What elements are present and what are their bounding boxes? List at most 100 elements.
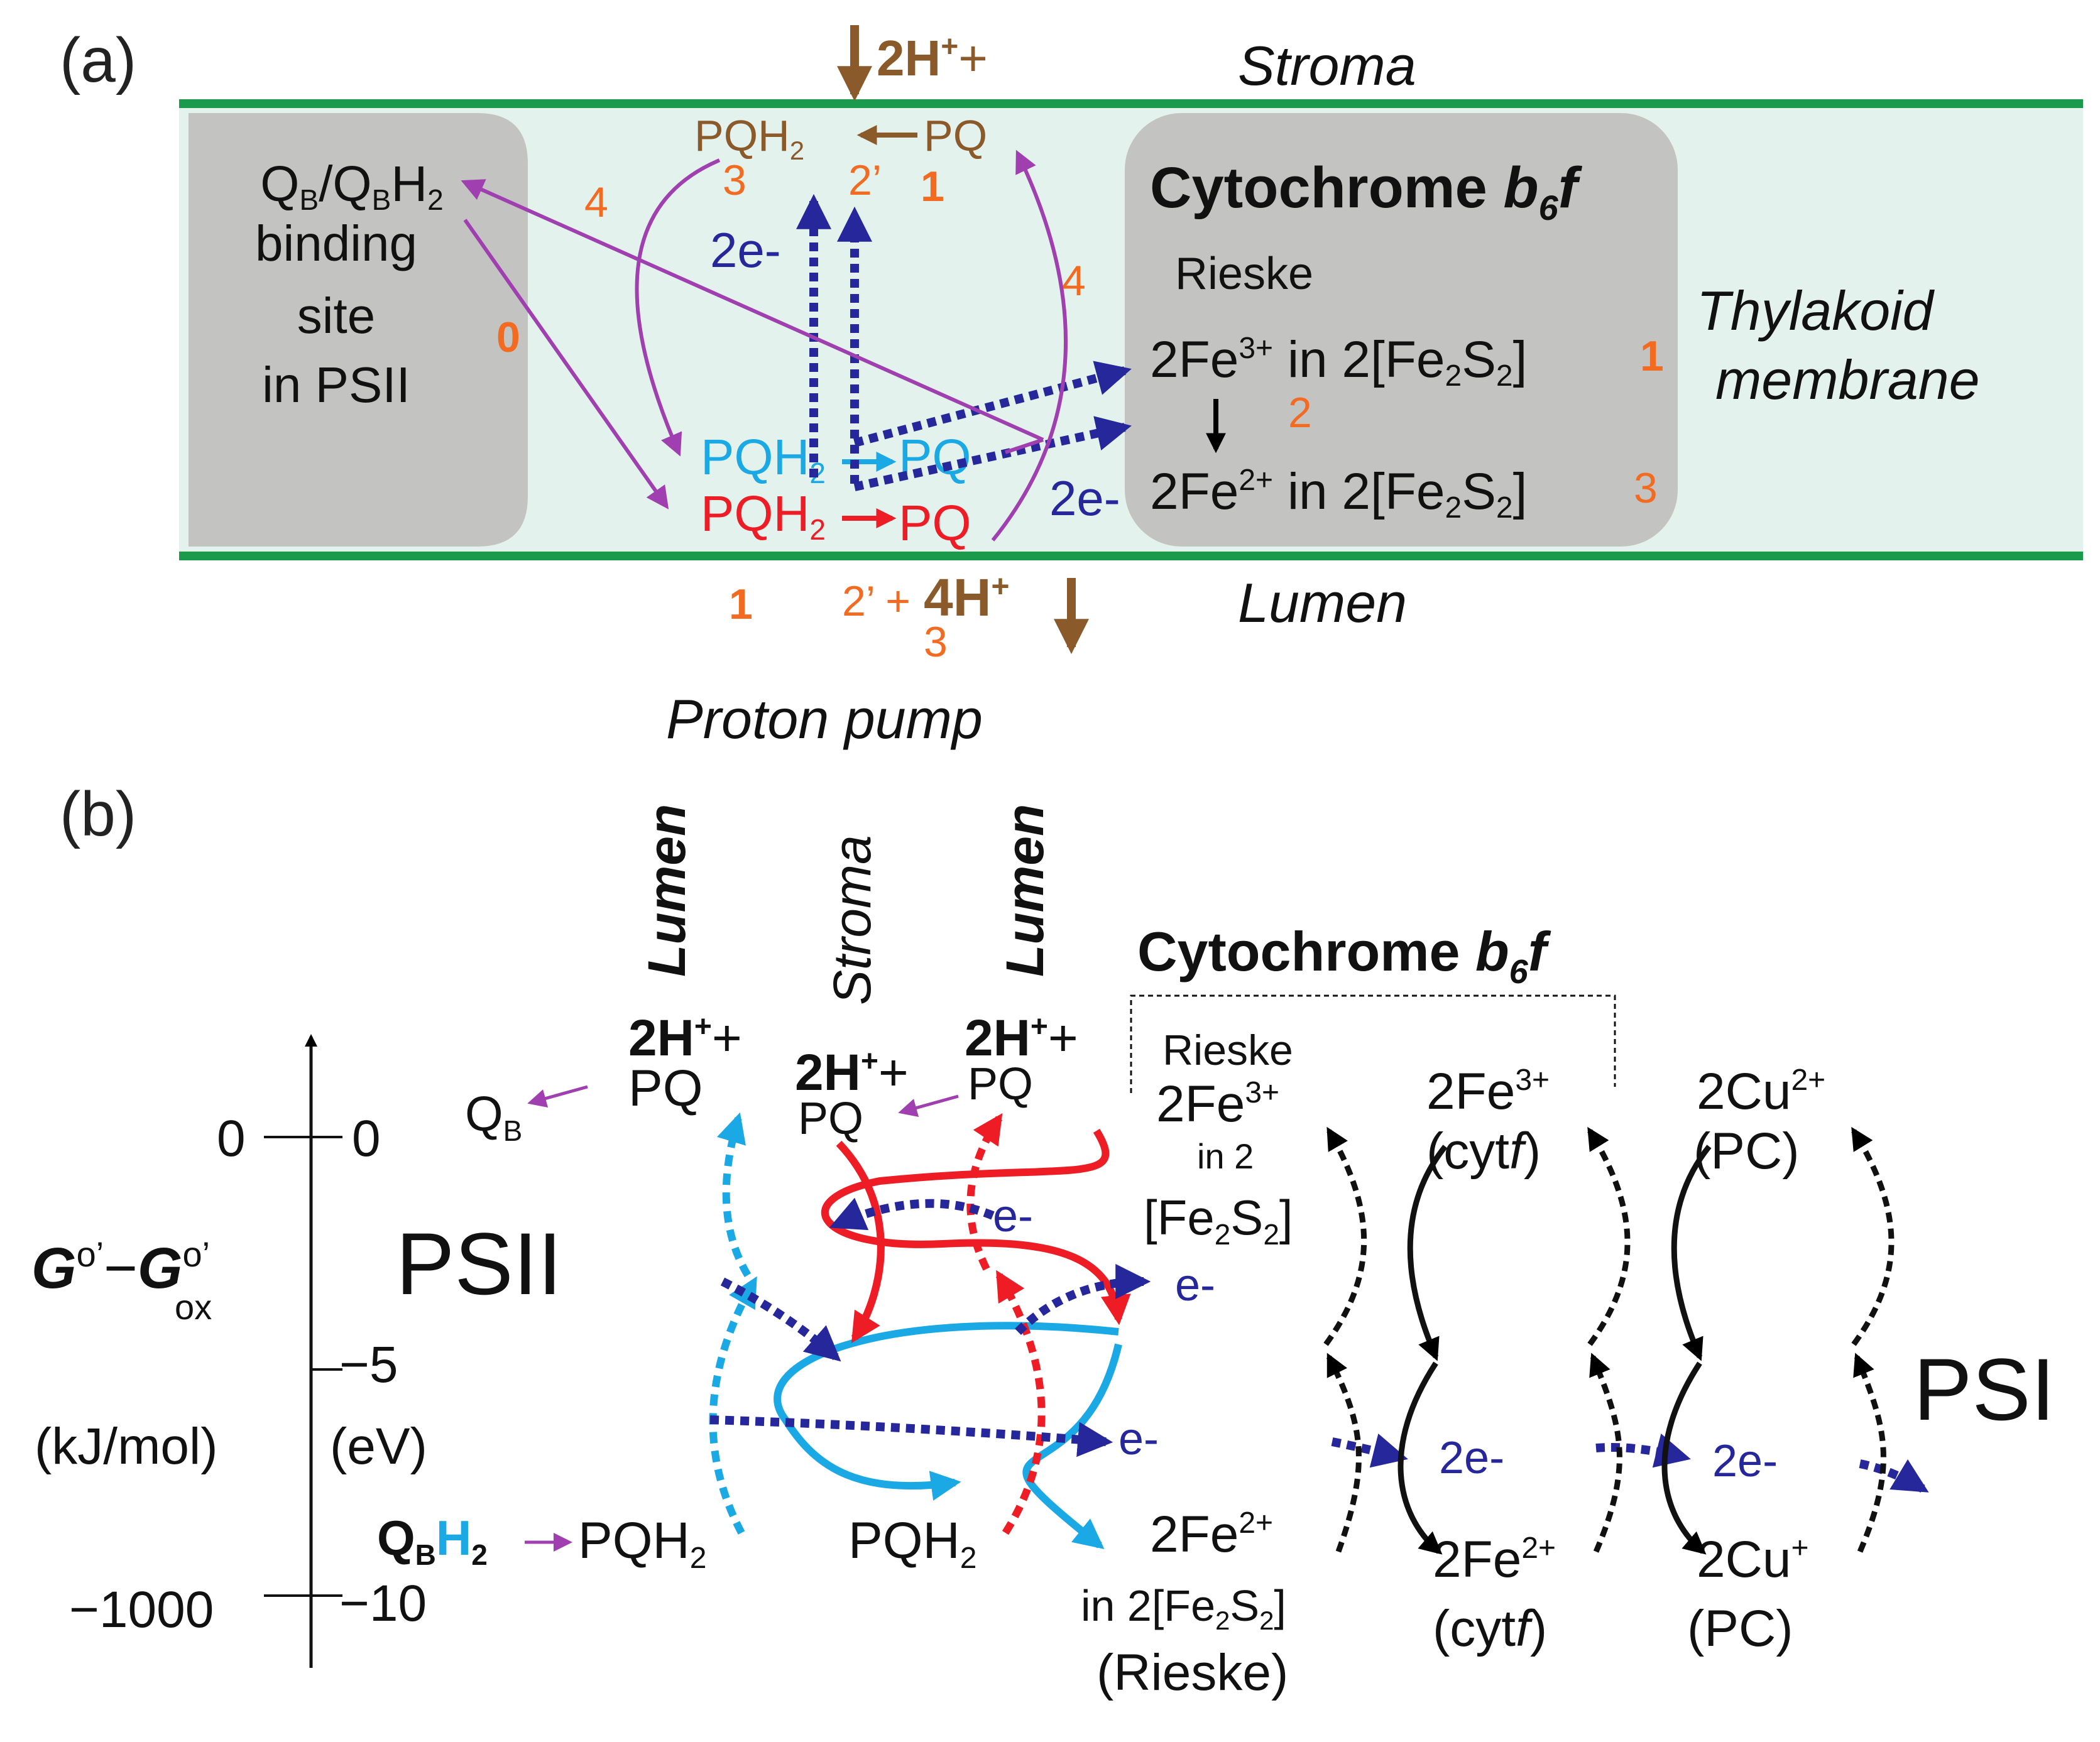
unit-kj: (kJ/mol) bbox=[35, 1418, 218, 1475]
step-2p-bot: 2’ + bbox=[842, 577, 911, 625]
rieske-bot-rieske: (Rieske) bbox=[1096, 1644, 1288, 1701]
e-label-2: e- bbox=[1175, 1260, 1215, 1310]
step-numbers: 0 4 3 2’ 1 4 1 2 3 1 2’ + 3 bbox=[496, 156, 1664, 666]
rieske-top-in2: in 2 bbox=[1197, 1136, 1254, 1176]
psii-binding-box bbox=[189, 113, 528, 547]
pc-bot-cu: 2Cu+ bbox=[1697, 1531, 1808, 1588]
e-label-5: 2e- bbox=[1712, 1436, 1778, 1486]
red-paths bbox=[821, 1113, 1131, 1535]
tick-ev-10: −10 bbox=[339, 1575, 427, 1632]
cyan-dashed-up bbox=[709, 1276, 758, 1535]
red-down bbox=[836, 1140, 885, 1344]
rieske-top-label: Rieske bbox=[1162, 1026, 1293, 1074]
red-dashed-up-2 bbox=[966, 1113, 1003, 1271]
proton-pump-label: Proton pump bbox=[666, 688, 983, 750]
pb-2h-3: 2H++ bbox=[965, 1010, 1078, 1067]
step-2: 2 bbox=[1288, 389, 1312, 437]
pqh2-red: PQH2 bbox=[701, 486, 826, 546]
e-label-4: 2e- bbox=[1439, 1433, 1504, 1483]
pc-top-cu2: 2Cu2+ bbox=[1697, 1063, 1825, 1120]
e-b-7 bbox=[1859, 1459, 1929, 1493]
pb-pqh2-2: PQH2 bbox=[848, 1512, 976, 1575]
pq-to-pq-arrow bbox=[898, 1094, 959, 1118]
step-1b: 1 bbox=[1640, 332, 1664, 380]
e-b-2 bbox=[1015, 1264, 1151, 1335]
cytf-solid-1 bbox=[1407, 1145, 1448, 1361]
pb-pq-2: PQ bbox=[798, 1094, 863, 1144]
rieske-dashed-2 bbox=[1323, 1126, 1367, 1346]
black-paths bbox=[1397, 1145, 1712, 1555]
yaxis-label: Go’−Go’ox bbox=[31, 1234, 212, 1327]
e-b-4 bbox=[709, 1415, 1113, 1457]
pqh2-top: PQH2 bbox=[694, 111, 804, 165]
tick-kj-1000: −1000 bbox=[69, 1581, 214, 1638]
top-protons: 2H++ bbox=[877, 30, 988, 86]
stroma-vertical: Stroma bbox=[823, 835, 882, 1005]
pqh2-blue: PQH2 bbox=[701, 429, 826, 489]
qbh2-label: QBH2 bbox=[377, 1510, 488, 1571]
step-2p-top: 2’ bbox=[848, 156, 882, 204]
electron-paths-b bbox=[709, 1197, 1929, 1493]
qb-label: QB bbox=[465, 1086, 522, 1147]
psi-label: PSI bbox=[1913, 1340, 2055, 1439]
black-dashed-paths bbox=[1323, 1126, 1895, 1553]
step-4b: 4 bbox=[1062, 257, 1086, 305]
purple-bottom-up bbox=[991, 150, 1068, 542]
pb-2h-2: 2H++ bbox=[795, 1044, 909, 1101]
e-b-3 bbox=[720, 1277, 841, 1362]
step-3c: 3 bbox=[924, 618, 948, 666]
tick-ev-0: 0 bbox=[352, 1110, 381, 1167]
cytf-top-fe3: 2Fe3+ bbox=[1426, 1063, 1550, 1120]
cyan-dashed-up-2 bbox=[716, 1112, 752, 1278]
two-e-right: 2e- bbox=[1049, 471, 1120, 526]
cyt-title-b: Cytochrome b6f bbox=[1137, 920, 1551, 991]
pb-pqh2-1: PQH2 bbox=[578, 1512, 706, 1575]
psii-box-line-4: in PSII bbox=[262, 357, 410, 413]
pq-top: PQ bbox=[924, 111, 987, 160]
cytf-dashed-1 bbox=[1589, 1353, 1622, 1553]
pc-top-label: (PC) bbox=[1693, 1123, 1800, 1180]
panel-b-label: (b) bbox=[60, 779, 136, 849]
e-b-1 bbox=[829, 1197, 995, 1231]
purple-pq-link bbox=[1005, 438, 1044, 454]
pb-2h-1: 2H++ bbox=[628, 1010, 742, 1067]
pq-blue: PQ bbox=[899, 429, 971, 485]
thylakoid-label: Thylakoid bbox=[1697, 280, 1935, 342]
purple-top-down bbox=[635, 158, 721, 457]
e-label-3: e- bbox=[1118, 1414, 1159, 1464]
e-b-6 bbox=[1595, 1433, 1691, 1468]
psii-box-line-3: site bbox=[297, 288, 376, 344]
lumen-vertical-1: Lumen bbox=[637, 804, 696, 977]
e-right-1 bbox=[853, 361, 1132, 447]
pb-pq-3: PQ bbox=[968, 1059, 1033, 1109]
cyan-paths bbox=[709, 1112, 1122, 1549]
cytf-solid-2 bbox=[1397, 1361, 1443, 1555]
cytf-dashed-2 bbox=[1587, 1126, 1631, 1346]
step-1a: 1 bbox=[921, 163, 944, 210]
e-label-1: e- bbox=[993, 1191, 1033, 1241]
fe2-line: 2Fe2+ in 2[Fe2S2] bbox=[1150, 463, 1527, 525]
red-dashed-up bbox=[995, 1270, 1046, 1535]
rieske-top-fe3: 2Fe3+ bbox=[1156, 1075, 1279, 1133]
cyan-loop bbox=[774, 1322, 1119, 1501]
step-4a: 4 bbox=[584, 178, 608, 226]
rieske-top-fe2s2: [Fe2S2] bbox=[1144, 1190, 1293, 1251]
cyt-dashed-bracket bbox=[1130, 994, 1616, 1093]
panel-a-label: (a) bbox=[60, 25, 136, 95]
pc-dashed-1 bbox=[1853, 1353, 1886, 1553]
rieske-bot-fe2: 2Fe2+ bbox=[1150, 1506, 1273, 1563]
bottom-protons: 4H+ bbox=[924, 568, 1010, 627]
tick-ev-5: −5 bbox=[339, 1336, 398, 1393]
two-e-left: 2e- bbox=[710, 222, 781, 278]
rieske-label-a: Rieske bbox=[1175, 249, 1313, 299]
cytf-bot-label: (cytf) bbox=[1433, 1600, 1547, 1657]
rieske-bot-in2: in 2[Fe2S2] bbox=[1081, 1581, 1286, 1635]
e-b-5 bbox=[1331, 1433, 1408, 1468]
rieske-dashed-1 bbox=[1326, 1353, 1362, 1553]
cytf-top-label: (cytf) bbox=[1426, 1123, 1541, 1180]
lumen-vertical-2: Lumen bbox=[995, 804, 1054, 977]
pc-dashed-2 bbox=[1851, 1126, 1895, 1346]
psii-box-line-1: QB/QBH2 bbox=[260, 156, 443, 216]
tick-kj-0: 0 bbox=[217, 1110, 246, 1167]
